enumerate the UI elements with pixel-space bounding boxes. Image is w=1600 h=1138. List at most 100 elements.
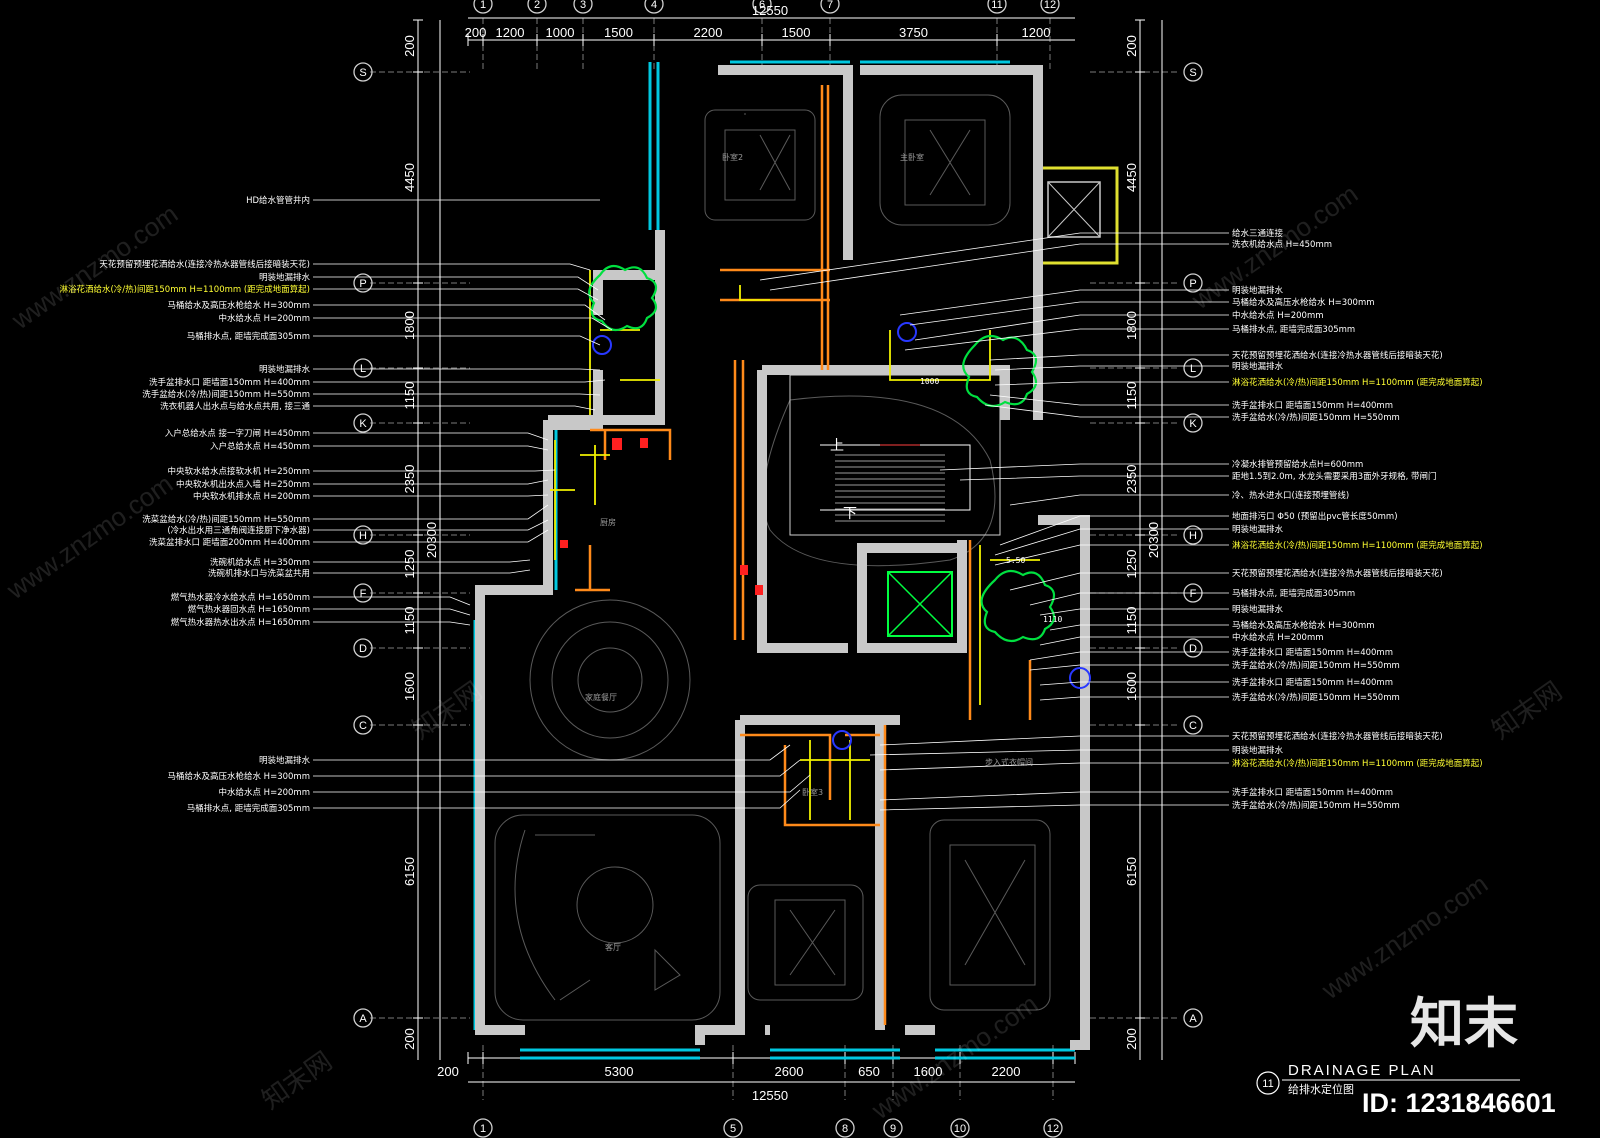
value-1000: 1000 [920,377,939,386]
note-text: 明装地漏排水 [1232,745,1284,756]
leader-line [939,463,1229,471]
leader-line [879,762,1229,771]
leader-line [1029,664,1229,671]
stairs-up-label: 上 [830,438,844,454]
note-text: 洗菜盆排水口 距墙面200mm H=400mm [149,537,310,548]
note-right-6: 天花预留预埋花洒给水(连接冷热水器管线后接暗装天花) [989,350,1443,361]
note-right-20: 马桶给水及高压水枪给水 H=300mm [1049,620,1375,631]
note-text: 洗手盆给水(冷/热)间距150mm H=550mm [1232,660,1400,671]
note-text: 天花预留预埋花洒给水(连接冷热水器管线后接暗装天花) [1232,568,1443,579]
dining-table-round [529,599,691,761]
axis-top-4: 4 [644,0,664,14]
note-right-23: 洗手盆给水(冷/热)间距150mm H=550mm [1029,660,1400,671]
note-text: 天花预留预埋花洒给水(连接冷热水器管线后接暗装天花) [1232,350,1443,361]
dim-right-value: 4450 [1124,163,1139,192]
note-text: 洗手盆给水(冷/热)间距150mm H=550mm [142,389,310,400]
partition-layer [575,85,1032,1025]
note-right-12: 距地1.5到2.0m, 水龙头需要采用3面外牙规格, 带闸门 [959,471,1437,482]
note-text: 冷、热水进水口(连接预埋管线) [1232,490,1349,501]
axis-label: D [1189,643,1197,655]
leader-line [904,328,1229,351]
note-left-21: 燃气热水器冷水给水点 H=1650mm [171,592,471,606]
note-left-1: 天花预留预埋花洒给水(连接冷热水器管线后接暗装天花) [99,259,591,271]
axis-bottom-5: 5 [723,1118,743,1138]
axis-top-1: 1 [473,0,493,14]
axis-label: L [1190,363,1196,375]
axis-label: C [1189,720,1197,732]
note-left-3: 淋浴花洒给水(冷/热)间距150mm H=1100mm (距完成地面算起) [59,284,599,301]
watermark-id: ID: 1231846601 [1362,1088,1556,1118]
dim-bottom-value: 650 [858,1064,880,1079]
note-right-19: 明装地漏排水 [1039,604,1284,616]
axis-bubble [1183,62,1203,82]
dim-top-value: 200 [465,25,487,40]
dim-left-value: 1250 [402,550,417,579]
note-text: 马桶排水点, 距墙完成面305mm [1232,324,1355,335]
note-text: 中水给水点 H=200mm [218,787,310,798]
axis-left-A: A [353,1008,373,1028]
axis-bottom-10: 10 [950,1118,970,1138]
leader-line [313,469,556,472]
dim-top-total: 12550 [752,3,788,18]
leader-line [989,354,1229,361]
room-label-dining: 家庭餐厅 [585,692,617,702]
note-text: 洗手盆排水口 距墙面150mm H=400mm [1232,400,1393,411]
axis-label: 1 [480,0,486,11]
note-left-13: 中央软水给水点接软水机 H=250mm [167,466,556,477]
axis-bubble [353,1008,373,1028]
axis-bottom-12: 12 [1043,1118,1063,1138]
dim-bottom-value: 2200 [992,1064,1021,1079]
leader-line [994,365,1229,371]
note-text: 入户总给水点 接一字刀闸 H=450mm [165,428,310,439]
axis-left-P: P [353,273,373,293]
axis-label: 11 [991,0,1002,11]
dim-bottom-value: 5300 [605,1064,634,1079]
leader-line [1039,636,1229,646]
axis-label: 12 [1044,0,1056,11]
axis-left-K: K [353,413,373,433]
axis-label: P [1189,278,1196,290]
axis-right-A: A [1183,1008,1203,1028]
note-left-25: 马桶给水及高压水枪给水 H=300mm [167,759,801,782]
note-left-10: 洗衣机器人出水点与给水点共用, 接三通 [160,401,596,412]
note-right-14: 地面排污口 Φ50 (预留出pvc管长度50mm) [999,511,1398,546]
note-text: 给水三通连接 [1232,228,1284,239]
note-right-4: 中水给水点 H=200mm [914,310,1324,341]
note-text: 洗手盆排水口 距墙面150mm H=400mm [1232,787,1393,798]
dim-top-value: 1000 [546,25,575,40]
note-right-15: 明装地漏排水 [994,524,1284,556]
note-text: 入户总给水点 H=450mm [210,441,310,452]
axis-bubble [835,1118,855,1138]
dim-top-value: 2200 [694,25,723,40]
note-text: 洗手盆给水(冷/热)间距150mm H=550mm [1232,800,1400,811]
leader-line [313,504,549,520]
leader-line [994,544,1229,566]
dim-top-value: 1200 [1022,25,1051,40]
note-right-24: 洗手盆排水口 距墙面150mm H=400mm [1039,677,1393,688]
axis-bottom-1: 1 [473,1118,493,1138]
axis-label: 12 [1047,1123,1059,1135]
note-right-22: 洗手盆排水口 距墙面150mm H=400mm [1029,647,1393,661]
axis-bubble [1183,1008,1203,1028]
value-1110: 1110 [1043,615,1062,624]
dim-bottom-value: 2600 [775,1064,804,1079]
room-label-bedroom3: 卧室3 [802,787,823,797]
note-text: 明装地漏排水 [1232,604,1284,615]
dim-right-value: 1150 [1124,382,1139,410]
room-label-kitchen: 厨房 [600,517,616,527]
fixture-red [560,438,763,595]
dim-left-value: 1150 [402,607,417,635]
note-right-7: 明装地漏排水 [994,361,1284,372]
axis-label: P [359,278,366,290]
note-text: 中水给水点 H=200mm [218,313,310,324]
axis-label: K [1189,418,1197,430]
note-left-19: 洗碗机给水点 H=350mm [210,557,531,568]
leader-line [313,368,601,371]
note-right-26: 天花预留预埋花洒给水(连接冷热水器管线后接暗装天花) [879,731,1443,746]
note-text: 洗手盆排水口 距墙面150mm H=400mm [1232,647,1393,658]
note-text: 距地1.5到2.0m, 水龙头需要采用3面外牙规格, 带闸门 [1232,471,1437,482]
leader-line [879,791,1229,801]
note-text: 中央软水给水点接软水机 H=250mm [167,466,310,477]
note-text: HD给水管管井内 [246,195,310,206]
note-right-29: 洗手盆排水口 距墙面150mm H=400mm [879,787,1393,801]
